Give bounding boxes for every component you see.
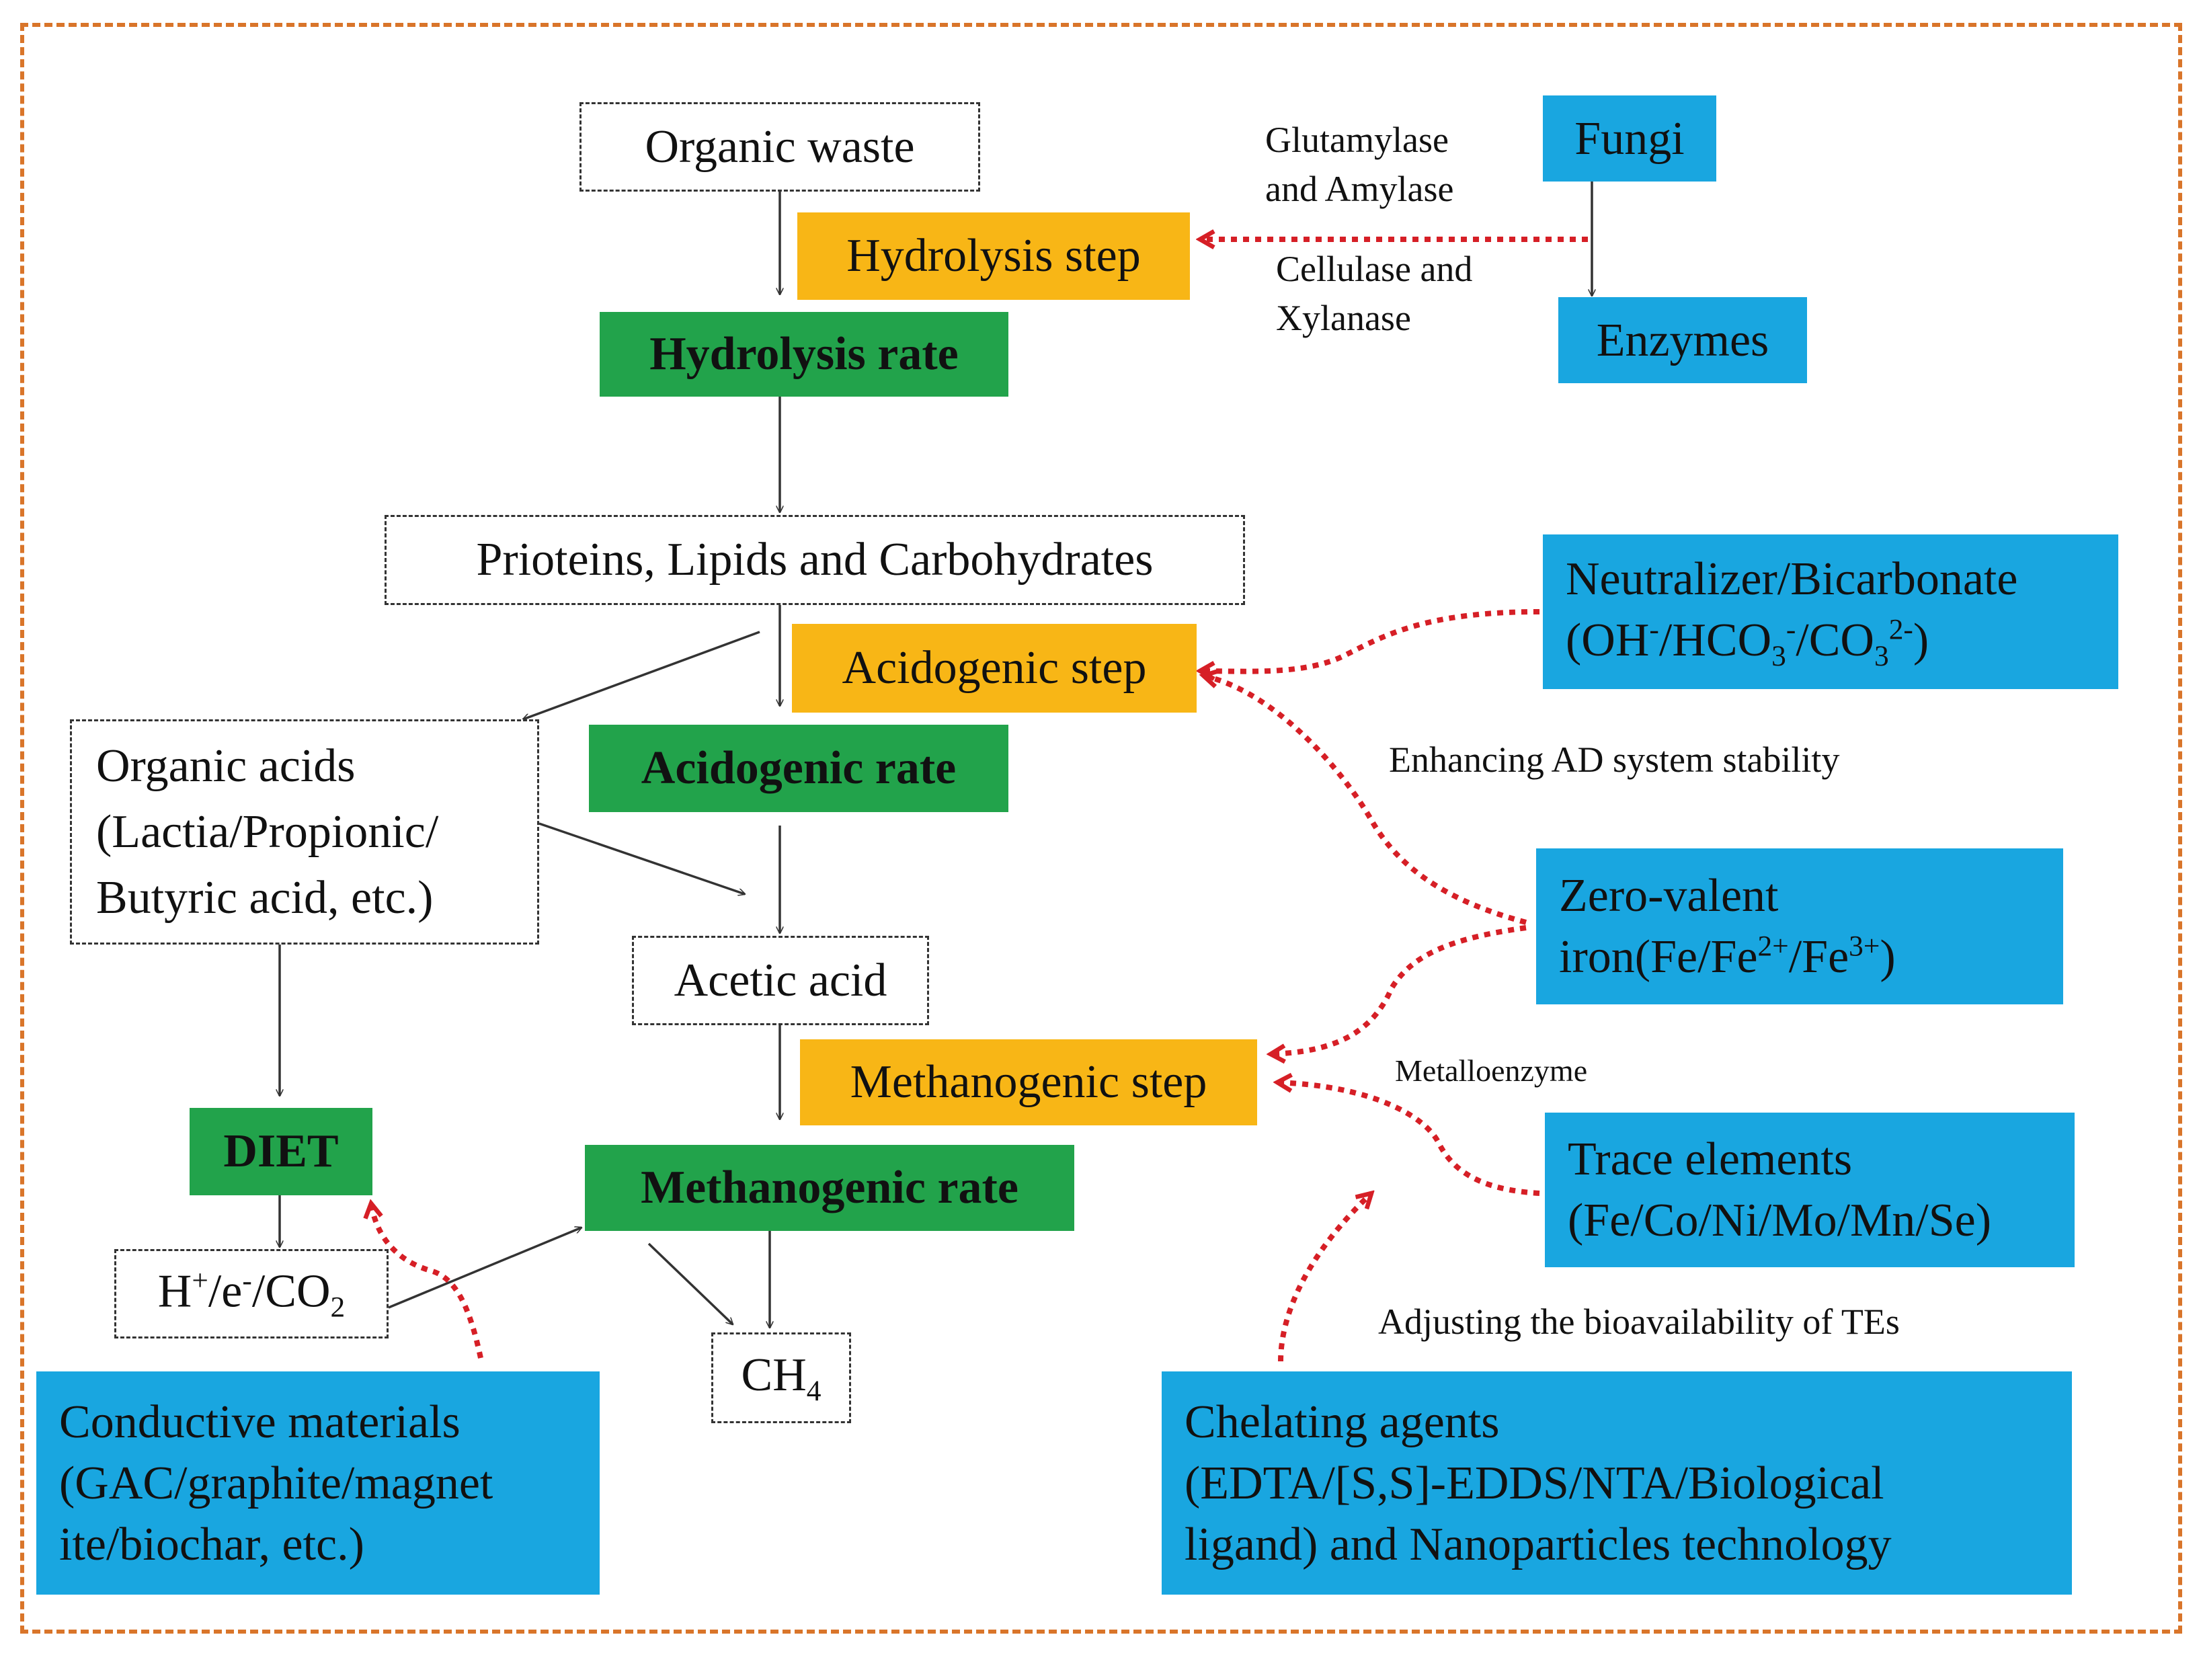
red-arrow-zerovalent-to-methanogenic <box>1271 925 1527 1054</box>
organic-waste-box: Organic waste <box>579 102 980 192</box>
bioavailability-label: Adjusting the bioavailability of TEs <box>1378 1302 1900 1342</box>
methanogenic-step-box: Methanogenic step <box>800 1039 1257 1125</box>
cellulase-xylanase-label: Cellulase and Xylanase <box>1276 249 1473 338</box>
hydrolysis-rate-box: Hydrolysis rate <box>600 312 1008 397</box>
trace-elements-line-2: (Fe/Co/Ni/Mo/Mn/Se) <box>1568 1195 1992 1246</box>
red-arrow-neutralizer-to-acidogenic <box>1200 609 1540 672</box>
acidogenic-rate-box: Acidogenic rate <box>589 725 1008 812</box>
neutralizer-line-2: (OH-/HCO3-/CO32-) <box>1566 613 1929 672</box>
zero-valent-line-2: iron(Fe/Fe2+/Fe3+) <box>1559 930 1896 983</box>
organic-acids-box: Organic acids (Lactia/Propionic/ Butyric… <box>70 719 539 945</box>
organic-acids-line-2: (Lactia/Propionic/ <box>96 805 439 858</box>
chelating-agents-box: Chelating agents (EDTA/[S,S]-EDDS/NTA/Bi… <box>1162 1371 2072 1595</box>
glutamylase-amylase-label: Glutamylase and Amylase <box>1265 120 1454 209</box>
zero-valent-iron-box: Zero-valent iron(Fe/Fe2+/Fe3+) <box>1536 848 2063 1004</box>
system-stability-label: Enhancing AD system stability <box>1389 739 1840 780</box>
organic-acids-line-1: Organic acids <box>96 739 356 792</box>
hydrolysis-step-box: Hydrolysis step <box>797 212 1190 300</box>
methane-box: CH4 <box>711 1332 851 1423</box>
arrow-proteins-to-organic-acids <box>523 631 760 719</box>
trace-elements-box: Trace elements (Fe/Co/Ni/Mo/Mn/Se) <box>1545 1113 2075 1267</box>
acidogenic-step-box: Acidogenic step <box>792 624 1197 713</box>
chelating-line-2: (EDTA/[S,S]-EDDS/NTA/Biological <box>1185 1457 1884 1509</box>
neutralizer-bicarbonate-box: Neutralizer/Bicarbonate (OH-/HCO3-/CO32-… <box>1543 534 2118 689</box>
neutralizer-line-1: Neutralizer/Bicarbonate <box>1566 553 2018 605</box>
proteins-lipids-carbohydrates-box: Prioteins, Lipids and Carbohydrates <box>385 515 1245 605</box>
red-arrow-conductive-to-diet <box>371 1203 483 1359</box>
hydrogen-electron-co2-box: H+/e-/CO2 <box>114 1249 389 1338</box>
arrow-hydrogen-to-methanogenic-rate <box>388 1228 582 1309</box>
red-arrow-trace-to-methanogenic <box>1277 1082 1540 1196</box>
conductive-line-1: Conductive materials <box>59 1396 460 1448</box>
diagram-frame <box>20 23 2182 1634</box>
methanogenic-rate-box: Methanogenic rate <box>585 1145 1074 1231</box>
metalloenzyme-label: Metalloenzyme <box>1395 1053 1588 1088</box>
methane-text: CH4 <box>741 1349 822 1407</box>
fungi-box: Fungi <box>1543 95 1716 182</box>
red-arrow-chelating-to-trace <box>1278 1193 1371 1362</box>
enzymes-box: Enzymes <box>1558 297 1807 383</box>
conductive-line-3: ite/biochar, etc.) <box>59 1518 364 1570</box>
acetic-acid-box: Acetic acid <box>632 936 929 1025</box>
red-arrow-zerovalent-to-acidogenic <box>1203 676 1527 925</box>
conductive-materials-box: Conductive materials (GAC/graphite/magne… <box>36 1371 600 1595</box>
conductive-line-2: (GAC/graphite/magnet <box>59 1457 493 1509</box>
hydrogen-text: H+/e-/CO2 <box>157 1264 346 1324</box>
diet-box: DIET <box>190 1108 372 1195</box>
chelating-line-1: Chelating agents <box>1185 1396 1500 1448</box>
zero-valent-line-1: Zero-valent <box>1559 870 1779 922</box>
chelating-line-3: ligand) and Nanoparticles technology <box>1185 1518 1892 1570</box>
arrow-organic-acids-to-acetic <box>538 822 745 894</box>
arrow-methanogenic-rate-to-methane-diag <box>647 1242 733 1324</box>
organic-acids-line-3: Butyric acid, etc.) <box>96 871 434 924</box>
trace-elements-line-1: Trace elements <box>1568 1133 1853 1185</box>
